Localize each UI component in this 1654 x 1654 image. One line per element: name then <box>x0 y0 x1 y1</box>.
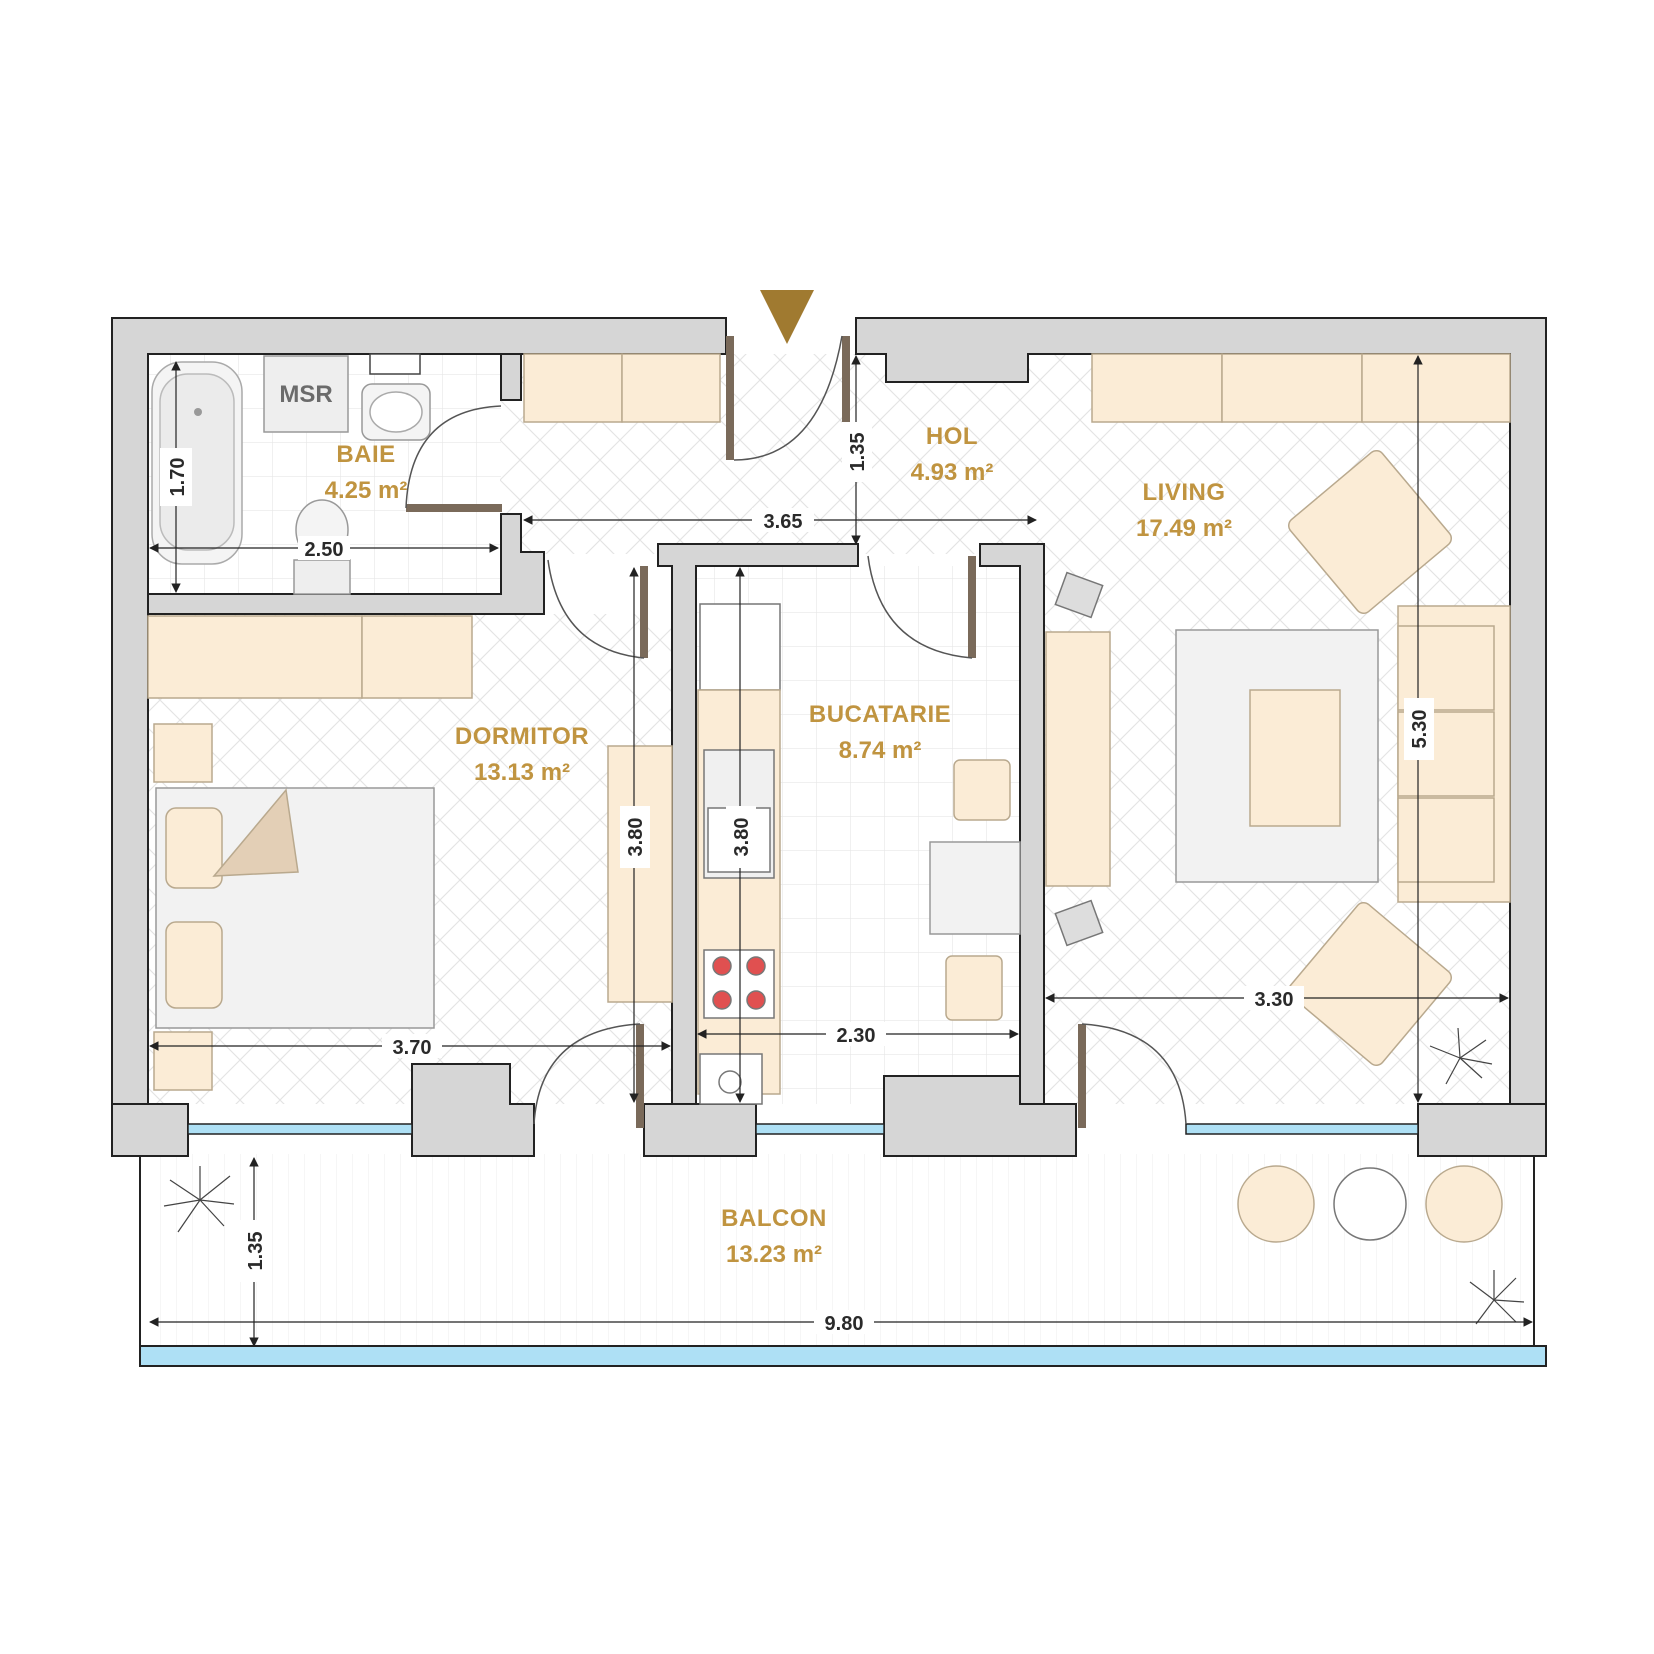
dim-bucatarie-width: 2.30 <box>837 1025 876 1047</box>
dim-bucatarie-height: 3.80 <box>731 818 753 857</box>
room-name-baie: BAIE <box>336 441 395 468</box>
dim-living-height: 5.30 <box>1409 710 1431 749</box>
dormitor-balcony-door-swing <box>533 1023 641 1125</box>
burner-3 <box>712 990 732 1010</box>
kitchen-table <box>929 841 1021 935</box>
wall-baie-right <box>500 353 522 401</box>
wall-top-right <box>855 317 1547 1121</box>
room-name-dormitor: DORMITOR <box>455 723 589 750</box>
wall-bottom-4 <box>883 1075 1077 1157</box>
nightstand-bottom <box>153 1031 213 1091</box>
dim-hol-height: 1.35 <box>847 433 869 472</box>
plant-icon <box>1469 1270 1525 1325</box>
hol-wardrobe-1 <box>523 353 623 423</box>
baie-shelf <box>369 353 421 375</box>
nightstand-top <box>153 723 213 783</box>
dim-balcon-width: 9.80 <box>825 1313 864 1335</box>
room-area-hol: 4.93 m² <box>911 459 994 486</box>
bed-blanket-fold <box>212 788 299 877</box>
pillow-top <box>165 807 223 889</box>
coffee-table <box>1249 689 1341 827</box>
balcon-table <box>1333 1167 1407 1241</box>
room-name-bucatarie: BUCATARIE <box>809 701 951 728</box>
baie-door-swing <box>405 405 502 509</box>
room-labels: BAIE 4.25 m² HOL 4.93 m² LIVING 17.49 m²… <box>325 423 1232 1268</box>
washing-machine <box>699 1053 763 1105</box>
burner-1 <box>712 956 732 976</box>
room-area-living: 17.49 m² <box>1136 515 1232 542</box>
window-bucatarie <box>755 1123 885 1135</box>
windows <box>139 1123 1547 1367</box>
room-area-dormitor: 13.13 m² <box>474 759 570 786</box>
kitchen-door <box>968 556 976 658</box>
dormitor-door <box>640 566 648 658</box>
living-balcony-door-swing <box>1081 1023 1187 1125</box>
dim-baie-height: 1.70 <box>167 458 189 497</box>
room-area-bucatarie: 8.74 m² <box>839 737 922 764</box>
balcon-chair-left <box>1237 1165 1315 1243</box>
room-name-hol: HOL <box>926 423 978 450</box>
msr-box <box>263 355 349 433</box>
entrance-door-swing <box>733 335 843 461</box>
balcon-chair-right <box>1425 1165 1503 1243</box>
kitchen-chair-bottom <box>945 955 1003 1021</box>
entrance-door-right <box>842 336 850 460</box>
pillow-bottom <box>165 921 223 1009</box>
dim-hol-width: 3.65 <box>764 511 803 533</box>
wall-bottom-2 <box>411 1063 535 1157</box>
living-wardrobe-3 <box>1361 353 1511 423</box>
dormitor-door-swing <box>547 559 645 659</box>
kitchen-door-swing <box>867 555 973 659</box>
dormitor-balcony-door <box>636 1024 644 1128</box>
balcon-railing-glass <box>139 1345 1547 1367</box>
plants <box>163 1027 1525 1325</box>
living-balcony-door <box>1078 1024 1086 1128</box>
room-area-baie: 4.25 m² <box>325 477 408 504</box>
dormitor-desk <box>607 745 673 1003</box>
wall-bottom-1 <box>111 1103 189 1157</box>
baie-door <box>406 504 502 512</box>
dim-dormitor-height: 3.80 <box>625 818 647 857</box>
dim-balcon-height: 1.35 <box>245 1232 267 1271</box>
dim-dormitor-width: 3.70 <box>393 1037 432 1059</box>
dim-living-width: 3.30 <box>1255 989 1294 1011</box>
doors <box>405 335 1187 1128</box>
room-name-balcon: BALCON <box>721 1205 827 1232</box>
sofa-seat-1 <box>1397 625 1495 711</box>
room-name-living: LIVING <box>1142 479 1225 506</box>
toilet-tank <box>293 559 351 595</box>
burner-2 <box>746 956 766 976</box>
sofa-seat-3 <box>1397 797 1495 883</box>
entrance-door-left <box>726 336 734 460</box>
dormitor-wardrobe-1 <box>147 615 363 699</box>
dormitor-wardrobe-2 <box>361 615 473 699</box>
burner-4 <box>746 990 766 1010</box>
entrance-arrow-icon <box>760 290 814 344</box>
living-wardrobe-2 <box>1221 353 1363 423</box>
plant-icon <box>163 1166 235 1233</box>
kitchen-chair-top <box>953 759 1011 821</box>
bathtub-drain <box>194 408 202 416</box>
window-dormitor <box>187 1123 413 1135</box>
balcon-outline <box>139 1156 1535 1346</box>
living-wardrobe-1 <box>1091 353 1223 423</box>
hol-wardrobe-2 <box>621 353 721 423</box>
wall-bottom-5 <box>1417 1103 1547 1157</box>
sink-basin <box>369 391 423 433</box>
living-chair-top <box>1054 571 1104 619</box>
window-living <box>1185 1123 1419 1135</box>
plant-icon <box>1429 1027 1493 1085</box>
living-chair-bottom <box>1054 899 1104 947</box>
msr-label: MSR <box>279 381 332 408</box>
dim-baie-width: 2.50 <box>305 539 344 561</box>
room-area-balcon: 13.23 m² <box>726 1241 822 1268</box>
wall-bottom-3 <box>643 1103 757 1157</box>
tv-unit <box>1045 631 1111 887</box>
dimension-labels: 1.70 2.50 1.35 3.65 5.30 3.30 3.80 3.70 … <box>160 422 1434 1335</box>
